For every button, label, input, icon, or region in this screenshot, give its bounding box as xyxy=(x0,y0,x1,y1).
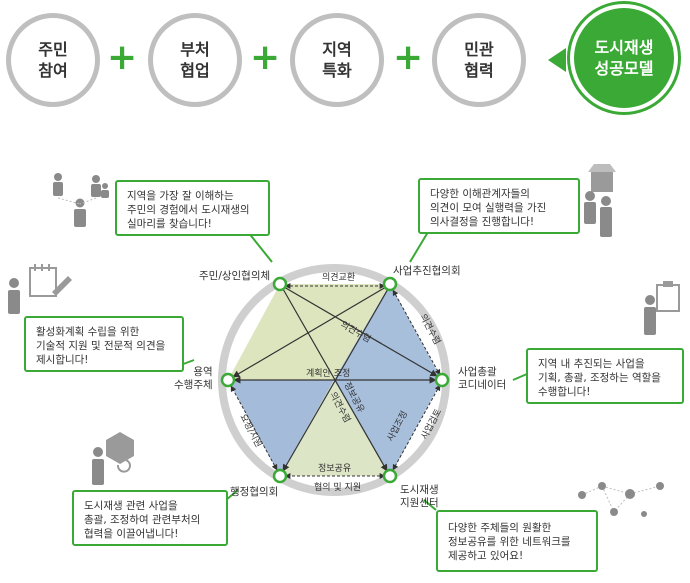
edge-coordinator-support xyxy=(392,384,441,471)
connector-support xyxy=(423,499,437,511)
edge-label-info-share-bottom: 정보공유 xyxy=(318,463,351,474)
callout-line: 정보공유를 위한 네트워크를 xyxy=(448,536,571,548)
top-circle-label-1: 도시재생 xyxy=(594,38,654,57)
node-support-center xyxy=(382,468,398,484)
node-label-line: 행정협의회 xyxy=(230,486,279,498)
edge-business-service xyxy=(232,286,387,378)
node-coordinator xyxy=(434,372,450,388)
support-center-network-icon xyxy=(578,482,664,517)
callout-business-council: 다양한 이해관계자들의 의견이 모여 실행력을 가진 의사결정을 진행합니다! xyxy=(418,178,580,234)
top-circle-success-model: 도시재생 성공모델 xyxy=(574,8,674,108)
callout-line: 활성화계획 수립을 위한 xyxy=(36,326,140,338)
node-label-service-org: 용역 수행주체 xyxy=(174,366,213,392)
top-circle-label-2: 특화 xyxy=(322,61,352,80)
node-label-line: 도시재생 xyxy=(400,484,439,496)
callout-service-org: 활성화계획 수립을 위한 기술적 지원 및 전문적 의견을 제시합니다! xyxy=(24,316,184,372)
business-council-people-icon xyxy=(584,164,616,237)
connector-business xyxy=(409,231,429,263)
node-label-line: 용역 xyxy=(193,366,213,378)
callout-coordinator: 지역 내 추진되는 사업을 기획, 총괄, 조정하는 역할을 수행합니다! xyxy=(526,348,684,404)
node-label-line: 수행주체 xyxy=(174,379,213,391)
node-label-admin-council: 행정협의회 xyxy=(230,486,278,499)
callout-line: 의사결정을 진행합니다! xyxy=(430,216,535,228)
top-circle-resident-participation: 주민 참여 xyxy=(6,13,100,107)
node-label-support-center: 도시재생 지원센터 xyxy=(400,484,439,510)
node-residents xyxy=(272,276,288,292)
callout-line: 다양한 이해관계자들의 xyxy=(430,188,530,200)
callout-line: 총괄, 조정하여 관련부처의 xyxy=(84,514,201,526)
top-circle-label-2: 협업 xyxy=(180,61,210,80)
callout-line: 다양한 주체들의 원활한 xyxy=(448,522,552,534)
node-label-residents: 주민/상인협의체 xyxy=(199,270,270,283)
service-org-notebook-icon xyxy=(8,264,72,314)
node-business-council xyxy=(382,276,398,292)
top-circle-label-1: 민관 xyxy=(464,40,494,59)
connector-admin xyxy=(225,489,239,501)
node-service-org xyxy=(220,372,236,388)
edge-admin-service xyxy=(230,385,278,471)
top-circle-label-2: 성공모델 xyxy=(594,59,654,78)
plus-sign: + xyxy=(107,37,138,78)
plus-sign: + xyxy=(250,37,281,78)
callout-line: 제시합니다! xyxy=(36,354,89,366)
callout-line: 의견이 모여 실행력을 가진 xyxy=(430,202,547,214)
callout-line: 실마리를 찾습니다! xyxy=(127,218,212,230)
edge-label-opinion-exchange: 의견교환 xyxy=(322,271,355,283)
callout-line: 도시재생 관련 사업을 xyxy=(84,500,178,512)
top-circle-label-1: 부처 xyxy=(180,40,210,59)
node-label-line: 사업총괄 xyxy=(458,366,497,378)
olive-region-bottom xyxy=(280,380,390,476)
node-label-line: 사업추진협의회 xyxy=(393,265,461,277)
coordinator-clipboard-icon xyxy=(644,281,680,335)
callout-line: 기획, 총괄, 조정하는 역할을 xyxy=(538,372,661,384)
callout-admin-council: 도시재생 관련 사업을 총괄, 조정하여 관련부처의 협력을 이끌어냅니다! xyxy=(72,490,228,546)
connector-coordinator xyxy=(512,373,528,381)
top-circle-ministry-collaboration: 부처 협업 xyxy=(148,13,242,107)
olive-region-top xyxy=(280,284,390,380)
callout-support-center: 다양한 주체들의 원활한 정보공유를 위한 네트워크를 제공하고 있어요! xyxy=(436,510,598,572)
callout-line: 수행합니다! xyxy=(538,386,591,398)
edge-residents-coordinator xyxy=(283,286,438,377)
node-label-line: 지원센터 xyxy=(400,497,439,509)
callout-line: 지역을 가장 잘 이해하는 xyxy=(127,190,234,202)
node-label-line: 코디네이터 xyxy=(458,379,507,391)
top-circle-regional-specialization: 지역 특화 xyxy=(290,13,384,107)
edge-label-consult-support: 협의 및 지원 xyxy=(314,481,361,493)
callout-line: 기술적 지원 및 전문적 의견을 xyxy=(36,340,166,352)
admin-council-cube-icon xyxy=(92,432,134,485)
plus-sign: + xyxy=(393,37,424,78)
callout-line: 협력을 이끌어냅니다! xyxy=(84,528,179,540)
top-circle-public-private-cooperation: 민관 협력 xyxy=(432,13,526,107)
top-circle-label-2: 참여 xyxy=(38,61,68,80)
node-label-coordinator: 사업총괄 코디네이터 xyxy=(458,366,506,392)
edge-label-plan-adjust: 계획안 조정 xyxy=(306,367,350,379)
edge-business-admin xyxy=(282,288,389,472)
node-label-business-council: 사업추진협의회 xyxy=(393,265,461,278)
olive-region-left xyxy=(228,284,334,380)
residents-people-icon xyxy=(53,173,109,227)
callout-line: 주민의 경험에서 도시재생의 xyxy=(127,204,250,216)
callout-line: 제공하고 있어요! xyxy=(448,550,524,562)
callout-residents: 지역을 가장 잘 이해하는 주민의 경험에서 도시재생의 실마리를 찾습니다! xyxy=(115,180,270,236)
node-label-line: 주민/상인협의체 xyxy=(199,270,271,282)
top-circle-label-1: 지역 xyxy=(322,40,352,59)
connector-residents xyxy=(247,231,273,263)
top-circle-label-1: 주민 xyxy=(38,40,68,59)
edge-business-coordinator xyxy=(392,289,441,376)
callout-line: 지역 내 추진되는 사업을 xyxy=(538,358,645,370)
node-admin-council xyxy=(272,468,288,484)
top-circle-label-2: 협력 xyxy=(464,61,494,80)
